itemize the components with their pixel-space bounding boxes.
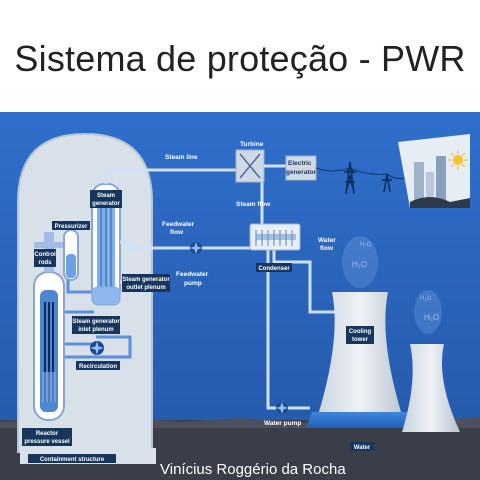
cooling-tower-secondary	[402, 344, 460, 432]
pwr-diagram-svg: Steam line Turbine Electric generator St…	[0, 112, 480, 480]
water-basin	[306, 412, 412, 428]
author-credit: Vinícius Roggério da Rocha	[160, 461, 346, 478]
label-sg-outlet-plenum: Steam generator	[122, 277, 170, 283]
label-reactor-pressure-vessel-2: pressure vessel	[24, 439, 70, 445]
reactor-pressure-vessel	[33, 271, 65, 421]
tag-control-rods: Control rods	[34, 249, 56, 267]
tag-cooling-tower: Cooling tower	[346, 326, 374, 344]
label-condenser: Condenser	[258, 266, 290, 272]
label-turbine: Turbine	[240, 141, 264, 148]
label-h2o-3: H₂O	[420, 296, 432, 302]
label-control-rods: Control	[34, 252, 56, 258]
label-h2o-4: H₂O	[424, 313, 439, 322]
condenser	[249, 223, 301, 251]
turbine-icon	[235, 149, 286, 183]
tag-recirculation: Recirculation	[76, 361, 120, 370]
label-reactor-pressure-vessel: Reactor	[36, 431, 59, 437]
label-cooling-tower: Cooling	[349, 329, 372, 335]
label-feedwater-pump: Feedwater	[176, 271, 209, 278]
label-feedwater-pump-2: pump	[184, 280, 202, 287]
label-sg-outlet-plenum-2: outlet plenum	[126, 285, 165, 291]
label-cooling-tower-2: tower	[352, 337, 369, 343]
label-sg-inlet-plenum-2: inlet plenum	[78, 327, 113, 333]
label-feedwater-flow-2: flow	[170, 229, 184, 236]
label-containment-structure: Containment structure	[40, 457, 105, 463]
tag-containment-structure: Containment structure	[28, 454, 116, 463]
page-title: Sistema de proteção - PWR	[14, 38, 466, 79]
pressurizer	[63, 229, 79, 281]
label-h2o-2: H₂O	[352, 260, 367, 269]
steam-generator	[91, 183, 121, 306]
label-feedwater-flow: Feedwater	[162, 221, 195, 228]
label-electric-generator: Electric	[288, 160, 312, 167]
sun-icon	[448, 150, 468, 170]
label-steam-generator-2: generator	[92, 201, 120, 207]
tag-water: Water	[350, 442, 374, 451]
tag-steam-generator: Steam generator	[90, 190, 122, 208]
label-steam-generator: Steam	[97, 193, 115, 199]
cooling-tower-icon	[306, 292, 412, 428]
label-water-pump: Water pump	[264, 420, 301, 427]
tag-sg-outlet-plenum: Steam generator outlet plenum	[122, 274, 170, 292]
tag-condenser: Condenser	[256, 263, 292, 272]
label-electric-generator-2: generator	[286, 169, 316, 176]
recirculation-pump-icon	[90, 341, 104, 355]
label-pressurizer: Pressurizer	[55, 224, 88, 230]
title-band: Sistema de proteção - PWR	[0, 0, 480, 112]
label-steam-flow: Steam flow	[236, 201, 271, 208]
label-h2o-1: H₂O	[360, 242, 372, 248]
water-pump-icon	[276, 402, 288, 414]
tag-pressurizer: Pressurizer	[52, 221, 90, 230]
tag-reactor-pressure-vessel: Reactor pressure vessel	[22, 428, 72, 446]
steam-plume	[342, 236, 442, 334]
pwr-diagram: Steam line Turbine Electric generator St…	[0, 112, 480, 480]
label-water: Water	[354, 445, 371, 451]
label-control-rods-2: rods	[38, 260, 52, 266]
city-icon	[398, 134, 470, 208]
label-water-flow-2: flow	[320, 245, 334, 252]
label-steam-line: Steam line	[165, 154, 198, 161]
label-sg-inlet-plenum: Steam generator	[72, 319, 120, 325]
pump-icon	[190, 242, 202, 254]
tag-sg-inlet-plenum: Steam generator inlet plenum	[72, 316, 120, 334]
label-recirculation: Recirculation	[79, 364, 117, 370]
label-water-flow: Water	[318, 237, 336, 244]
